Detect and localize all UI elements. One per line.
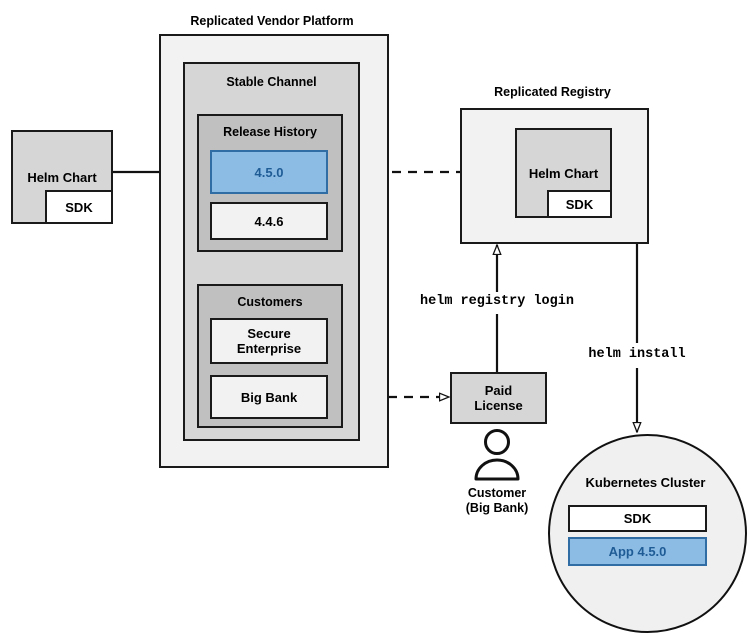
source-sdk-label: SDK [65,199,93,215]
cluster-sdk-label: SDK [623,511,652,526]
release-item-446[interactable]: 4.4.6 [210,202,328,240]
cluster-app-label: App 4.5.0 [608,544,667,559]
registry-sdk-label: SDK [565,196,594,212]
registry-title: Replicated Registry [494,85,611,99]
customer-actor-line2: (Big Bank) [465,501,529,515]
customers-label: Customers [237,295,303,309]
registry-helm-chart-sdk[interactable]: SDK [547,190,612,218]
kubernetes-cluster-label: Kubernetes Cluster [585,475,706,490]
kubernetes-cluster [548,434,747,633]
big-bank-label: Big Bank [240,389,298,405]
paid-license[interactable]: Paid License [450,372,547,424]
paid-license-line2: License [474,398,523,413]
stable-channel-label: Stable Channel [226,75,317,89]
customer-person-icon [474,429,520,481]
customer-big-bank[interactable]: Big Bank [210,375,328,419]
customer-secure-enterprise[interactable]: Secure Enterprise [210,318,328,364]
release-450-label: 4.5.0 [254,164,284,180]
release-446-label: 4.4.6 [254,213,284,229]
release-history-label: Release History [223,125,317,139]
platform-title: Replicated Vendor Platform [190,14,354,28]
source-helm-chart-sdk[interactable]: SDK [45,190,113,224]
command-helm-registry-login: helm registry login [420,294,574,309]
cluster-item-app[interactable]: App 4.5.0 [568,537,707,566]
source-helm-chart-label: Helm Chart [27,169,97,185]
command-helm-install: helm install [588,347,686,362]
customer-actor-caption: Customer (Big Bank) [422,486,572,516]
customer-actor-line1: Customer [467,486,527,500]
paid-license-line1: Paid [484,383,513,398]
secure-enterprise-line1: Secure [247,326,291,341]
release-item-450[interactable]: 4.5.0 [210,150,328,194]
registry-helm-chart-label: Helm Chart [528,165,599,181]
secure-enterprise-line2: Enterprise [236,341,302,356]
cluster-item-sdk[interactable]: SDK [568,505,707,532]
